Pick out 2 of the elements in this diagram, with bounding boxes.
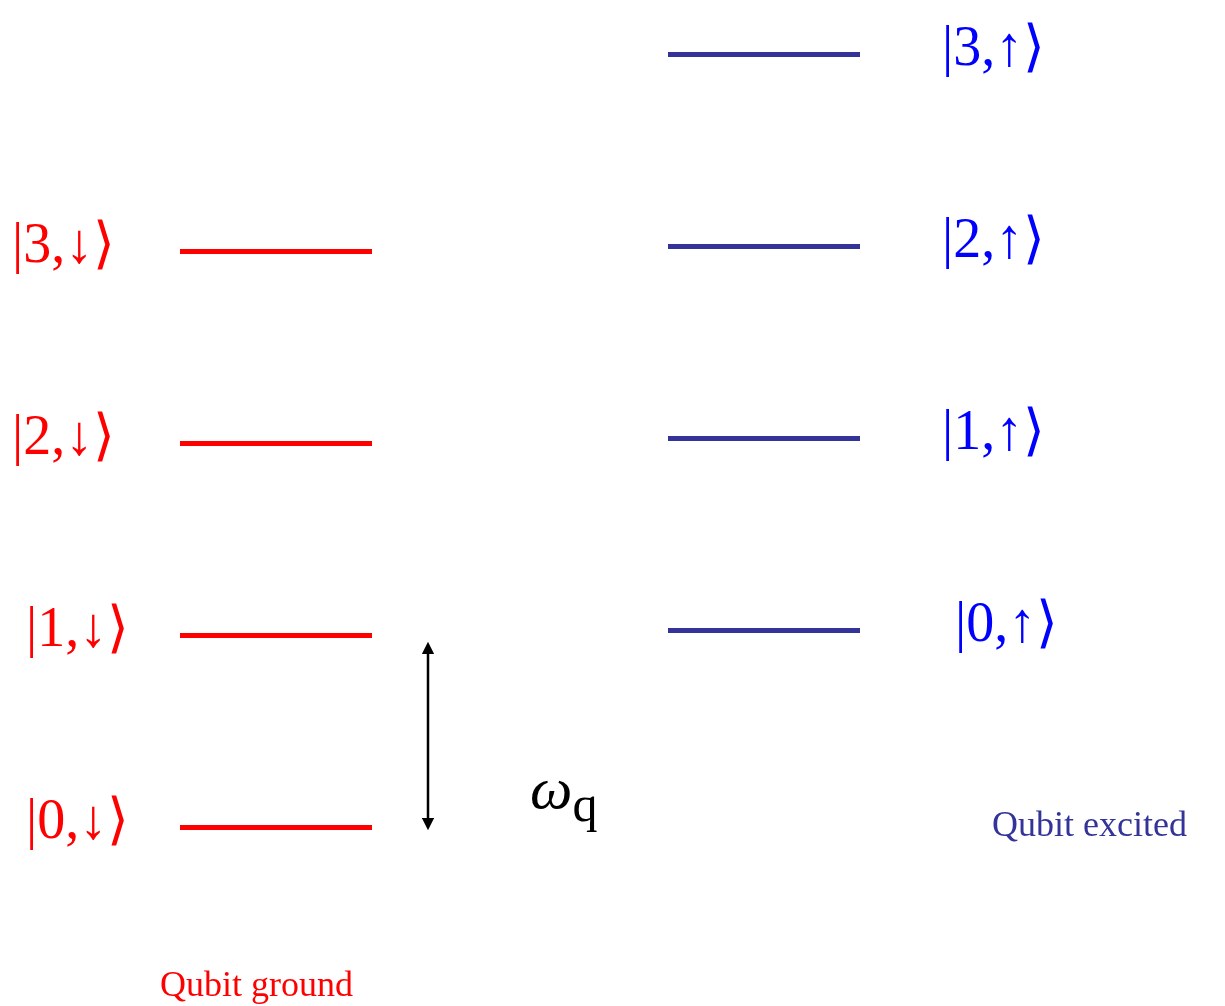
caption-text: Qubit excited bbox=[992, 806, 1187, 842]
caption-text: Qubit ground bbox=[160, 966, 353, 1002]
